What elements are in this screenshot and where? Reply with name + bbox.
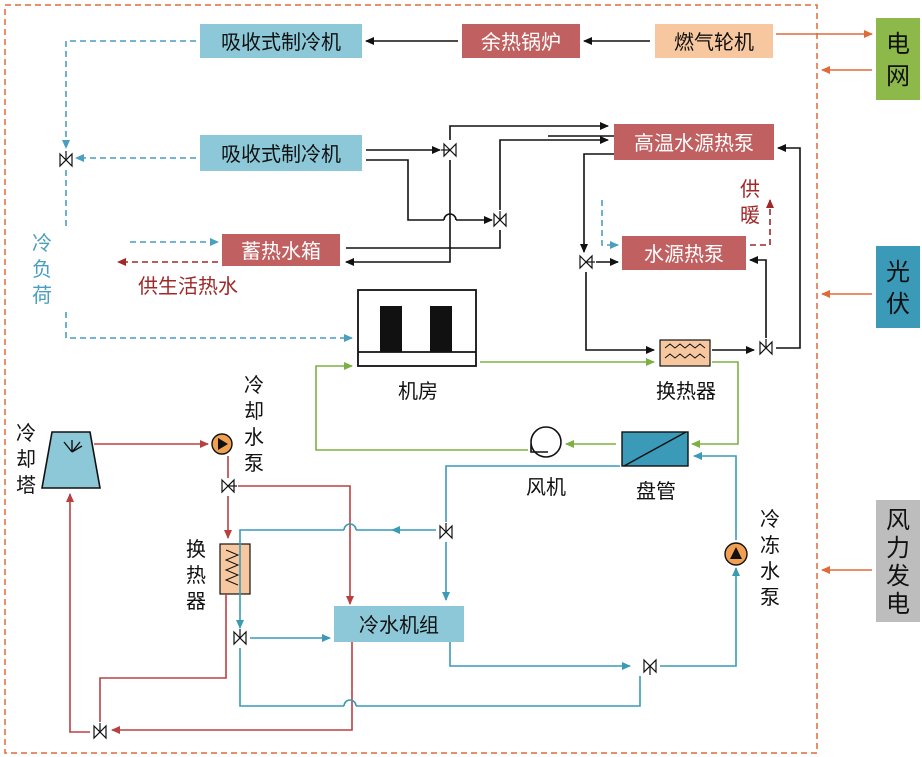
gas-turbine-box [655,24,773,58]
heat-exchanger-left-label-1: 换 [186,537,206,561]
machine-room-icon [357,289,477,367]
chiller-unit-label: 冷水机组 [359,613,439,637]
heat-exchanger-left-label-3: 器 [186,589,206,613]
cold-load-label-3: 荷 [32,283,52,307]
wind-label-4: 电 [886,590,910,618]
high-temp-heat-pump-box [614,124,774,160]
cooling-tower-label-1: 冷 [16,421,36,445]
water-source-heat-pump-box [622,236,746,270]
wind-label-1: 风 [886,506,910,534]
heat-storage-tank-label: 蓄热水箱 [241,239,321,263]
heating-supply-label-1: 供 [740,177,760,201]
valve-heat-pump-left [579,254,595,270]
valve-cold-load [59,151,73,168]
high-temp-heat-pump-label: 高温水源热泵 [634,131,754,155]
pv-label-2: 伏 [886,290,910,318]
valve-mid-1 [441,142,457,158]
absorption-chiller-top-box [200,24,362,58]
valve-chilled-right [643,658,657,675]
cold-load-label-1: 冷 [32,231,52,255]
wind-label-3: 发 [886,562,910,590]
chiller-unit-box [334,606,464,642]
valve-cooling-pump [221,478,237,494]
cooling-tower-label-2: 却 [16,447,36,471]
cooling-pump-label-3: 水 [244,425,264,449]
domestic-hot-water-label: 供生活热水 [138,274,238,298]
coil-icon [621,431,689,467]
machine-room-label: 机房 [398,379,438,403]
chilled-pump-label-4: 泵 [760,585,780,609]
absorption-chiller-mid-label: 吸收式制冷机 [221,142,341,166]
heat-exchanger-right-label: 换热器 [656,379,716,403]
valve-mid-2 [493,211,507,228]
valve-chilled-left [233,629,247,646]
grid-box [876,18,920,100]
grid-label-2: 网 [886,62,910,90]
waste-heat-boiler-label: 余热锅炉 [481,30,561,54]
cooling-tower-icon [41,431,101,489]
valve-chilled-mid [439,523,453,540]
gas-turbine-label: 燃气轮机 [674,30,754,54]
water-source-heat-pump-label: 水源热泵 [644,242,724,266]
pv-box [876,246,920,328]
heat-exchanger-right-icon [659,339,711,367]
heating-supply-label-2: 暖 [740,203,760,227]
valve-heat-pump-right [759,339,773,356]
cooling-pump-label-1: 冷 [244,373,264,397]
cooling-pump-label-4: 泵 [244,451,264,475]
chilled-pump-label-1: 冷 [760,507,780,531]
heat-exchanger-left-icon [219,543,251,595]
cooling-water-pump-icon [211,433,233,455]
waste-heat-boiler-box [462,24,580,58]
valve-cooling-return [93,723,107,740]
chilled-water-pump-icon [724,542,748,566]
coil-label: 盘管 [636,479,676,503]
grid-label-1: 电 [886,30,910,58]
system-boundary [4,4,818,754]
heat-storage-tank-box [222,234,340,266]
wind-label-2: 力 [886,534,910,562]
heat-exchanger-left-label-2: 热 [186,563,206,587]
chilled-pump-label-2: 冻 [760,533,780,557]
absorption-chiller-top-label: 吸收式制冷机 [221,30,341,54]
absorption-chiller-mid-box [200,135,362,171]
cooling-pump-label-2: 却 [244,399,264,423]
fan-icon [530,426,562,458]
fan-label: 风机 [526,475,566,499]
wind-power-box [876,500,920,622]
cold-load-label-2: 负 [32,257,52,281]
cooling-tower-label-3: 塔 [16,473,36,497]
pv-label-1: 光 [886,258,910,286]
chilled-pump-label-3: 水 [760,559,780,583]
